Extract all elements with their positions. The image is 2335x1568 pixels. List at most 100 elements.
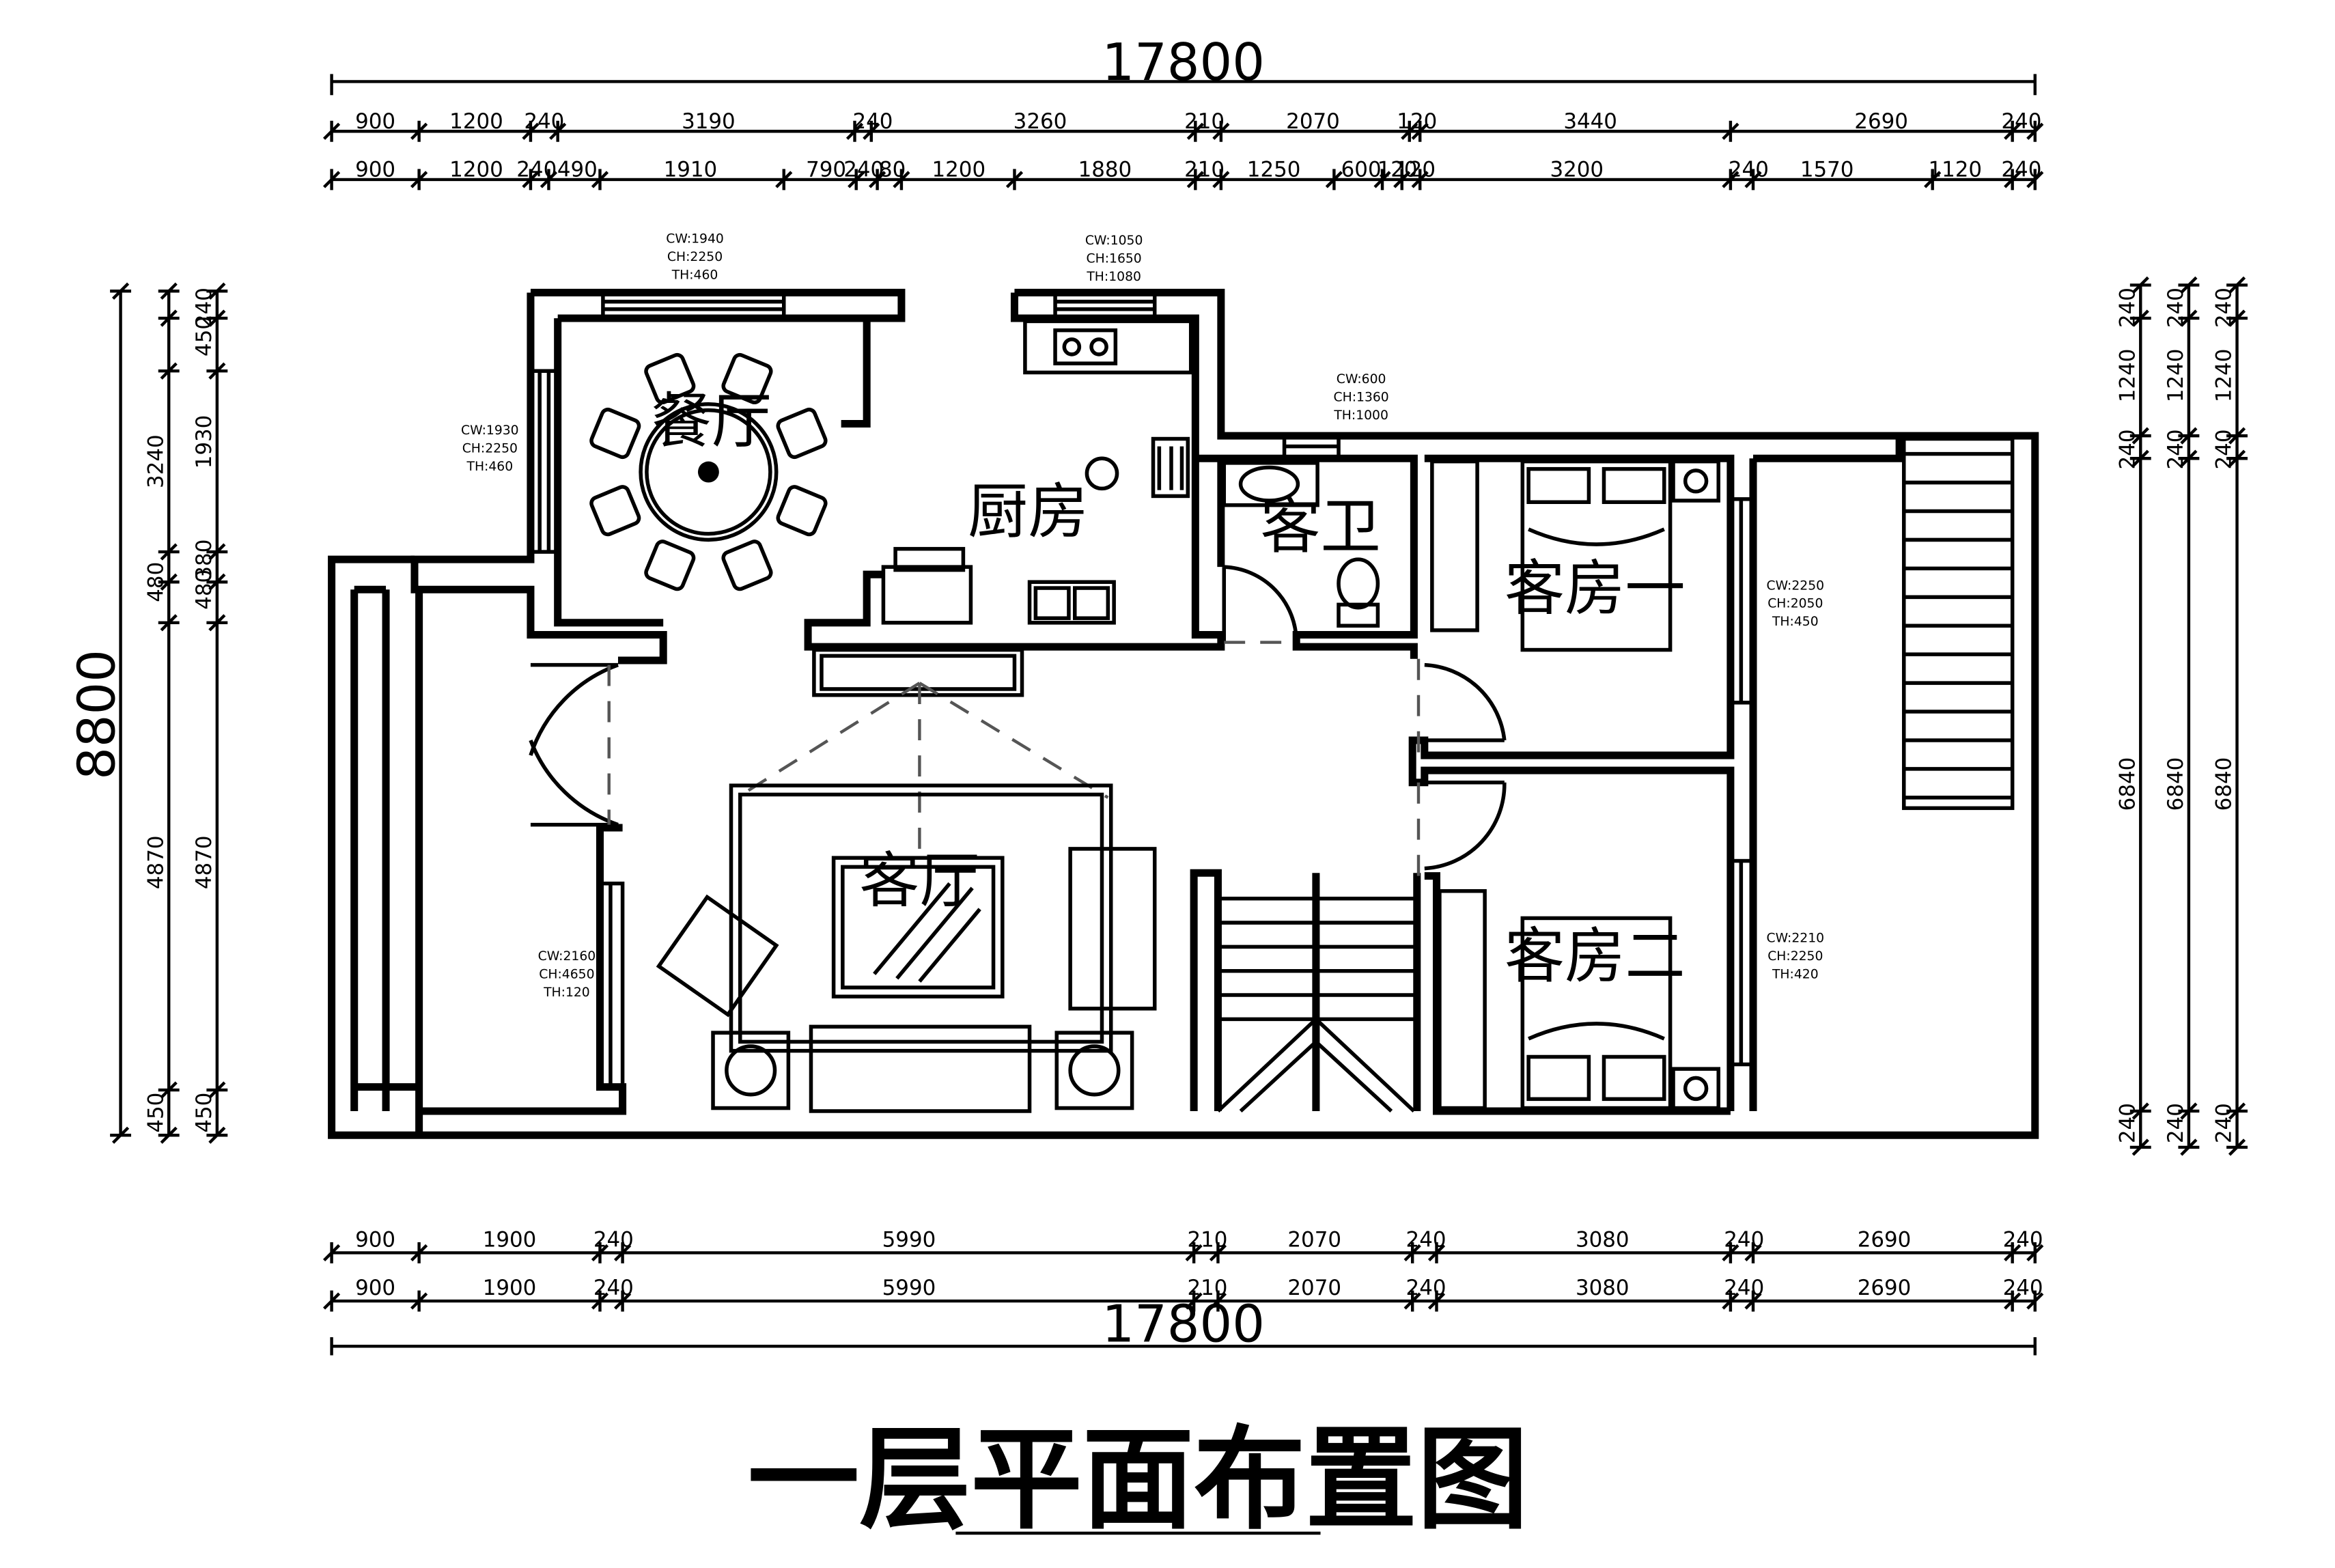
room-label-guest-room-1: 客房一 (1505, 553, 1686, 624)
left-dimension-1-3: 450 (143, 1093, 168, 1133)
dining-chair (644, 352, 696, 405)
right-dimension-2-3: 6840 (2212, 757, 2237, 811)
top-dimension-2-3: 490 (557, 157, 598, 182)
guest-room-1-furniture (1430, 459, 1721, 652)
bottom-dimension-2-1: 1900 (483, 1276, 537, 1300)
bottom-dimension-1-3: 5990 (882, 1228, 936, 1252)
top-dimension-1-8: 120 (1397, 109, 1437, 134)
top-dimension-1-10: 2690 (1854, 109, 1908, 134)
left-total-dimension: 8800 (67, 649, 127, 780)
bottom-dimension-1-9: 2690 (1858, 1228, 1912, 1252)
window-note-dining_left-1: CH:2250 (462, 441, 518, 456)
top-dimension-lines (322, 74, 2044, 191)
window-note-dining_left-2: TH:460 (466, 460, 514, 474)
living-room-furniture (656, 647, 1157, 1113)
window-note-living_left-1: CH:4650 (539, 968, 594, 982)
dining-chair (776, 485, 828, 537)
kitchen-fixtures (881, 319, 1193, 625)
right-dimension-lines (2129, 276, 2248, 1156)
room-label-guest-bath: 客卫 (1260, 491, 1381, 561)
window-note-bath_top-0: CW:600 (1337, 372, 1386, 387)
bottom-dimension-2-4: 210 (1188, 1276, 1228, 1300)
room-label-living: 客厅 (859, 845, 980, 916)
dining-chair (644, 540, 696, 591)
right-dimension-2-1: 1240 (2212, 349, 2237, 403)
left-dimension-2-4: 480 (192, 570, 216, 610)
top-dimension-1-3: 3190 (682, 109, 736, 134)
top-dimension-1-0: 900 (355, 109, 395, 134)
window-note-living_left-2: TH:120 (543, 985, 590, 1000)
dining-chair (589, 407, 641, 460)
top-dimension-2-12: 600 (1341, 157, 1382, 182)
top-dimension-2-2: 240 (516, 157, 557, 182)
top-dimension-2-5: 790 (806, 157, 846, 182)
top-dimension-2-1: 1200 (449, 157, 503, 182)
top-dimension-1-5: 3260 (1013, 109, 1067, 134)
window-notes: CW:1940CH:2250TH:460CW:1930CH:2250TH:460… (461, 232, 1824, 1000)
dining-chair (589, 485, 641, 537)
right-dimension-0-1: 1240 (2115, 349, 2140, 403)
top-total-dimension: 17800 (1102, 32, 1265, 92)
top-dimension-2-17: 1570 (1800, 157, 1854, 182)
window-note-dining_top-0: CW:1940 (666, 232, 724, 247)
bottom-dimension-1-5: 2070 (1287, 1228, 1341, 1252)
window-note-room2_right-0: CW:2210 (1767, 932, 1825, 946)
top-dimension-2-9: 1880 (1078, 157, 1132, 182)
dining-chair (721, 540, 773, 591)
window-note-living_left-0: CW:2160 (538, 949, 596, 964)
window-note-kitchen_top-2: TH:1080 (1086, 270, 1141, 284)
bath-fixtures (1222, 461, 1380, 628)
bottom-dimension-2-0: 900 (355, 1276, 395, 1300)
bottom-dimension-1-1: 1900 (483, 1228, 537, 1252)
right-dimension-2-0: 240 (2212, 288, 2237, 328)
top-dimension-2-0: 900 (355, 157, 395, 182)
right-dimension-0-2: 240 (2115, 430, 2140, 470)
right-dimension-1-1: 1240 (2164, 349, 2188, 403)
top-dimension-2-16: 240 (1729, 157, 1769, 182)
dining-chair (776, 407, 828, 460)
dining-chair (721, 352, 773, 405)
bottom-dimension-1-8: 240 (1724, 1228, 1764, 1252)
window-note-dining_top-1: CH:2250 (667, 250, 723, 264)
windows (529, 290, 1755, 1089)
bottom-dimension-1-4: 210 (1188, 1228, 1228, 1252)
bottom-dimension-1-7: 3080 (1576, 1228, 1630, 1252)
right-dimension-1-0: 240 (2164, 288, 2188, 328)
walls (328, 288, 2039, 1139)
left-dimension-1-1: 480 (143, 562, 168, 602)
bottom-dimension-2-6: 240 (1406, 1276, 1446, 1300)
bottom-dimension-1-10: 240 (2003, 1228, 2043, 1252)
left-dimension-1-0: 3240 (143, 434, 168, 488)
stairs (1216, 436, 2015, 1112)
left-dimension-2-1: 450 (192, 316, 216, 356)
top-dimension-2-14: 120 (1395, 157, 1436, 182)
right-dimension-1-3: 6840 (2164, 757, 2188, 811)
right-dimension-2-2: 240 (2212, 430, 2237, 470)
left-dimension-2-2: 1930 (192, 415, 216, 469)
left-dimension-2-5: 4870 (192, 835, 216, 889)
right-dimension-0-3: 6840 (2115, 757, 2140, 811)
top-dimension-1-4: 240 (853, 109, 893, 134)
dining-table (589, 352, 828, 591)
top-dimension-2-6: 240 (843, 157, 884, 182)
bottom-dimension-1-0: 900 (355, 1228, 395, 1252)
right-dimension-0-4: 240 (2115, 1103, 2140, 1143)
top-dimension-2-15: 3200 (1550, 157, 1604, 182)
left-dimension-2-6: 450 (192, 1093, 216, 1133)
guest-room-2-furniture (1438, 888, 1721, 1110)
top-dimension-2-7: 80 (879, 157, 906, 182)
top-dimension-2-19: 240 (2001, 157, 2041, 182)
right-dimension-2-4: 240 (2212, 1103, 2237, 1143)
bottom-dimension-1-6: 240 (1406, 1228, 1446, 1252)
room-label-guest-room-2: 客房二 (1505, 921, 1686, 992)
right-dimension-cols: 240 1240 240 6840 240 240 1240 240 6840 240 240 124… (2115, 288, 2236, 1143)
room-label-kitchen: 厨房 (968, 476, 1089, 546)
top-dimension-1-6: 210 (1184, 109, 1225, 134)
window-note-room1_right-2: TH:450 (1772, 615, 1819, 629)
left-dimension-2-0: 240 (192, 288, 216, 328)
right-dimension-1-2: 240 (2164, 430, 2188, 470)
